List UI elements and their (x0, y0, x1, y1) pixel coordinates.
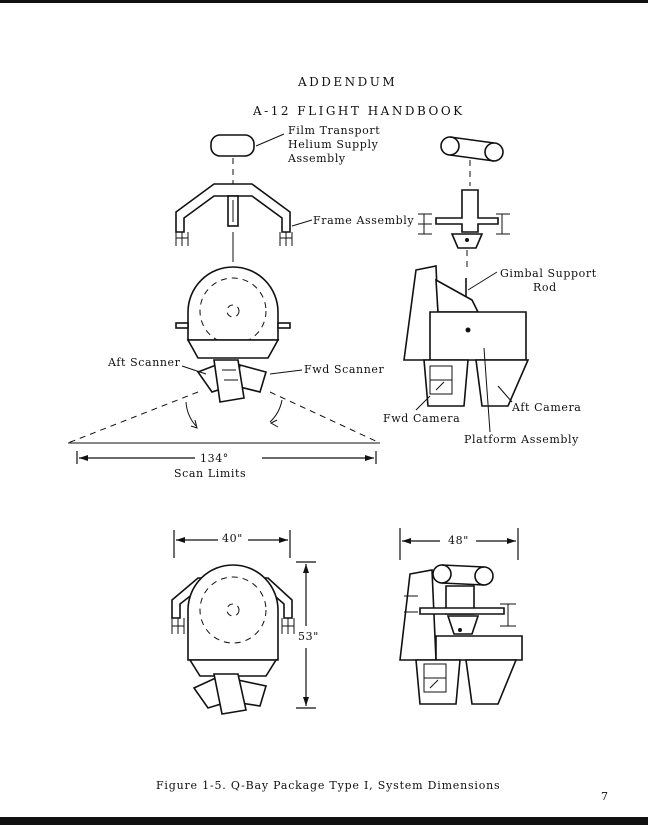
scan-angle-label: 134° (200, 452, 229, 465)
film-transport-part (210, 134, 255, 188)
addendum-heading: ADDENDUM (298, 75, 398, 89)
bottom-border (0, 817, 648, 825)
scan-limits-label: Scan Limits (174, 467, 247, 480)
scanners-front (196, 359, 268, 403)
camera-drum-front (175, 266, 291, 359)
leader-lines (181, 133, 513, 433)
scan-dimension-line (76, 451, 377, 464)
film-transport-label: Film Transport Helium Supply Assembly (288, 124, 381, 165)
fwd-camera-label: Fwd Camera (383, 412, 461, 425)
cameras-side (423, 359, 530, 407)
film-transport-side (440, 136, 504, 186)
page-number: 7 (601, 790, 608, 803)
figure-caption: Figure 1-5. Q-Bay Package Type I, System… (156, 779, 501, 792)
frame-assembly-side (418, 189, 510, 268)
top-border (0, 0, 648, 3)
fwd-scanner-label: Fwd Scanner (304, 363, 385, 376)
height-dimension: 53" (298, 630, 319, 643)
frame-assembly-label: Frame Assembly (313, 214, 415, 227)
platform-assembly-label: Platform Assembly (464, 433, 579, 446)
assembled-front (171, 530, 316, 715)
aft-scanner-label: Aft Scanner (108, 356, 181, 369)
scan-limit-lines (67, 391, 381, 444)
front-width-dimension: 40" (222, 532, 243, 545)
assembled-side (399, 528, 523, 705)
side-width-dimension: 48" (448, 534, 469, 547)
handbook-title: A-12 FLIGHT HANDBOOK (253, 104, 465, 118)
gimbal-support-label: Gimbal Support Rod (500, 267, 597, 294)
aft-camera-label: Aft Camera (512, 401, 582, 414)
frame-assembly-front (175, 183, 293, 262)
